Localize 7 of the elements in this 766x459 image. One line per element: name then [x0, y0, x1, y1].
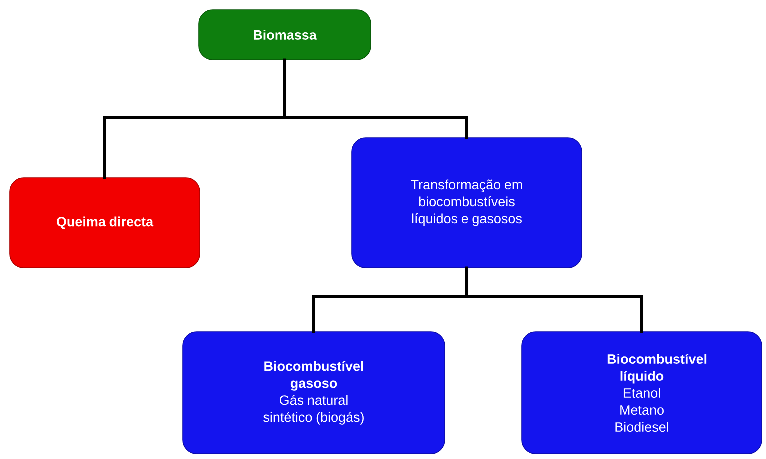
connector-line [466, 266, 644, 334]
process-box: Biocombustível líquido Etanol Metano Biodiesel [522, 332, 762, 454]
process-box: Transformação em biocombustíveis líquidos e gasosos [352, 138, 582, 268]
process-box: Biocombustível gasoso Gás natural sintético (biogás) [182, 332, 446, 454]
process-box: Biomassa [198, 10, 372, 60]
process-box: Queima directa [10, 178, 200, 268]
connector-line [284, 58, 468, 140]
